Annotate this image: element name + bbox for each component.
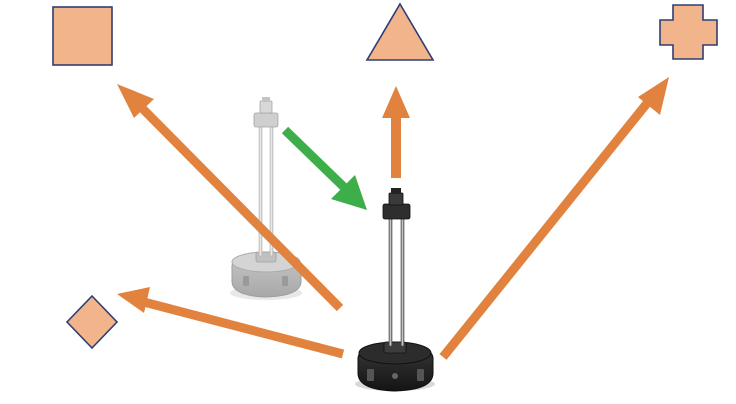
- robot-icon: [355, 188, 435, 392]
- cross-goal-icon: [659, 4, 718, 60]
- arrow-to-triangle: [382, 86, 410, 178]
- arrow-to-square: [117, 84, 344, 312]
- diamond-goal-icon: [65, 294, 119, 350]
- triangle-goal-icon: [365, 2, 435, 61]
- arrow-to-cross: [439, 77, 669, 360]
- square-goal-icon: [52, 6, 113, 66]
- robot-ghost-icon: [230, 97, 302, 300]
- goal-arrows: [117, 77, 669, 360]
- move-arrow: [281, 126, 367, 210]
- arrow-to-diamond: [117, 287, 345, 359]
